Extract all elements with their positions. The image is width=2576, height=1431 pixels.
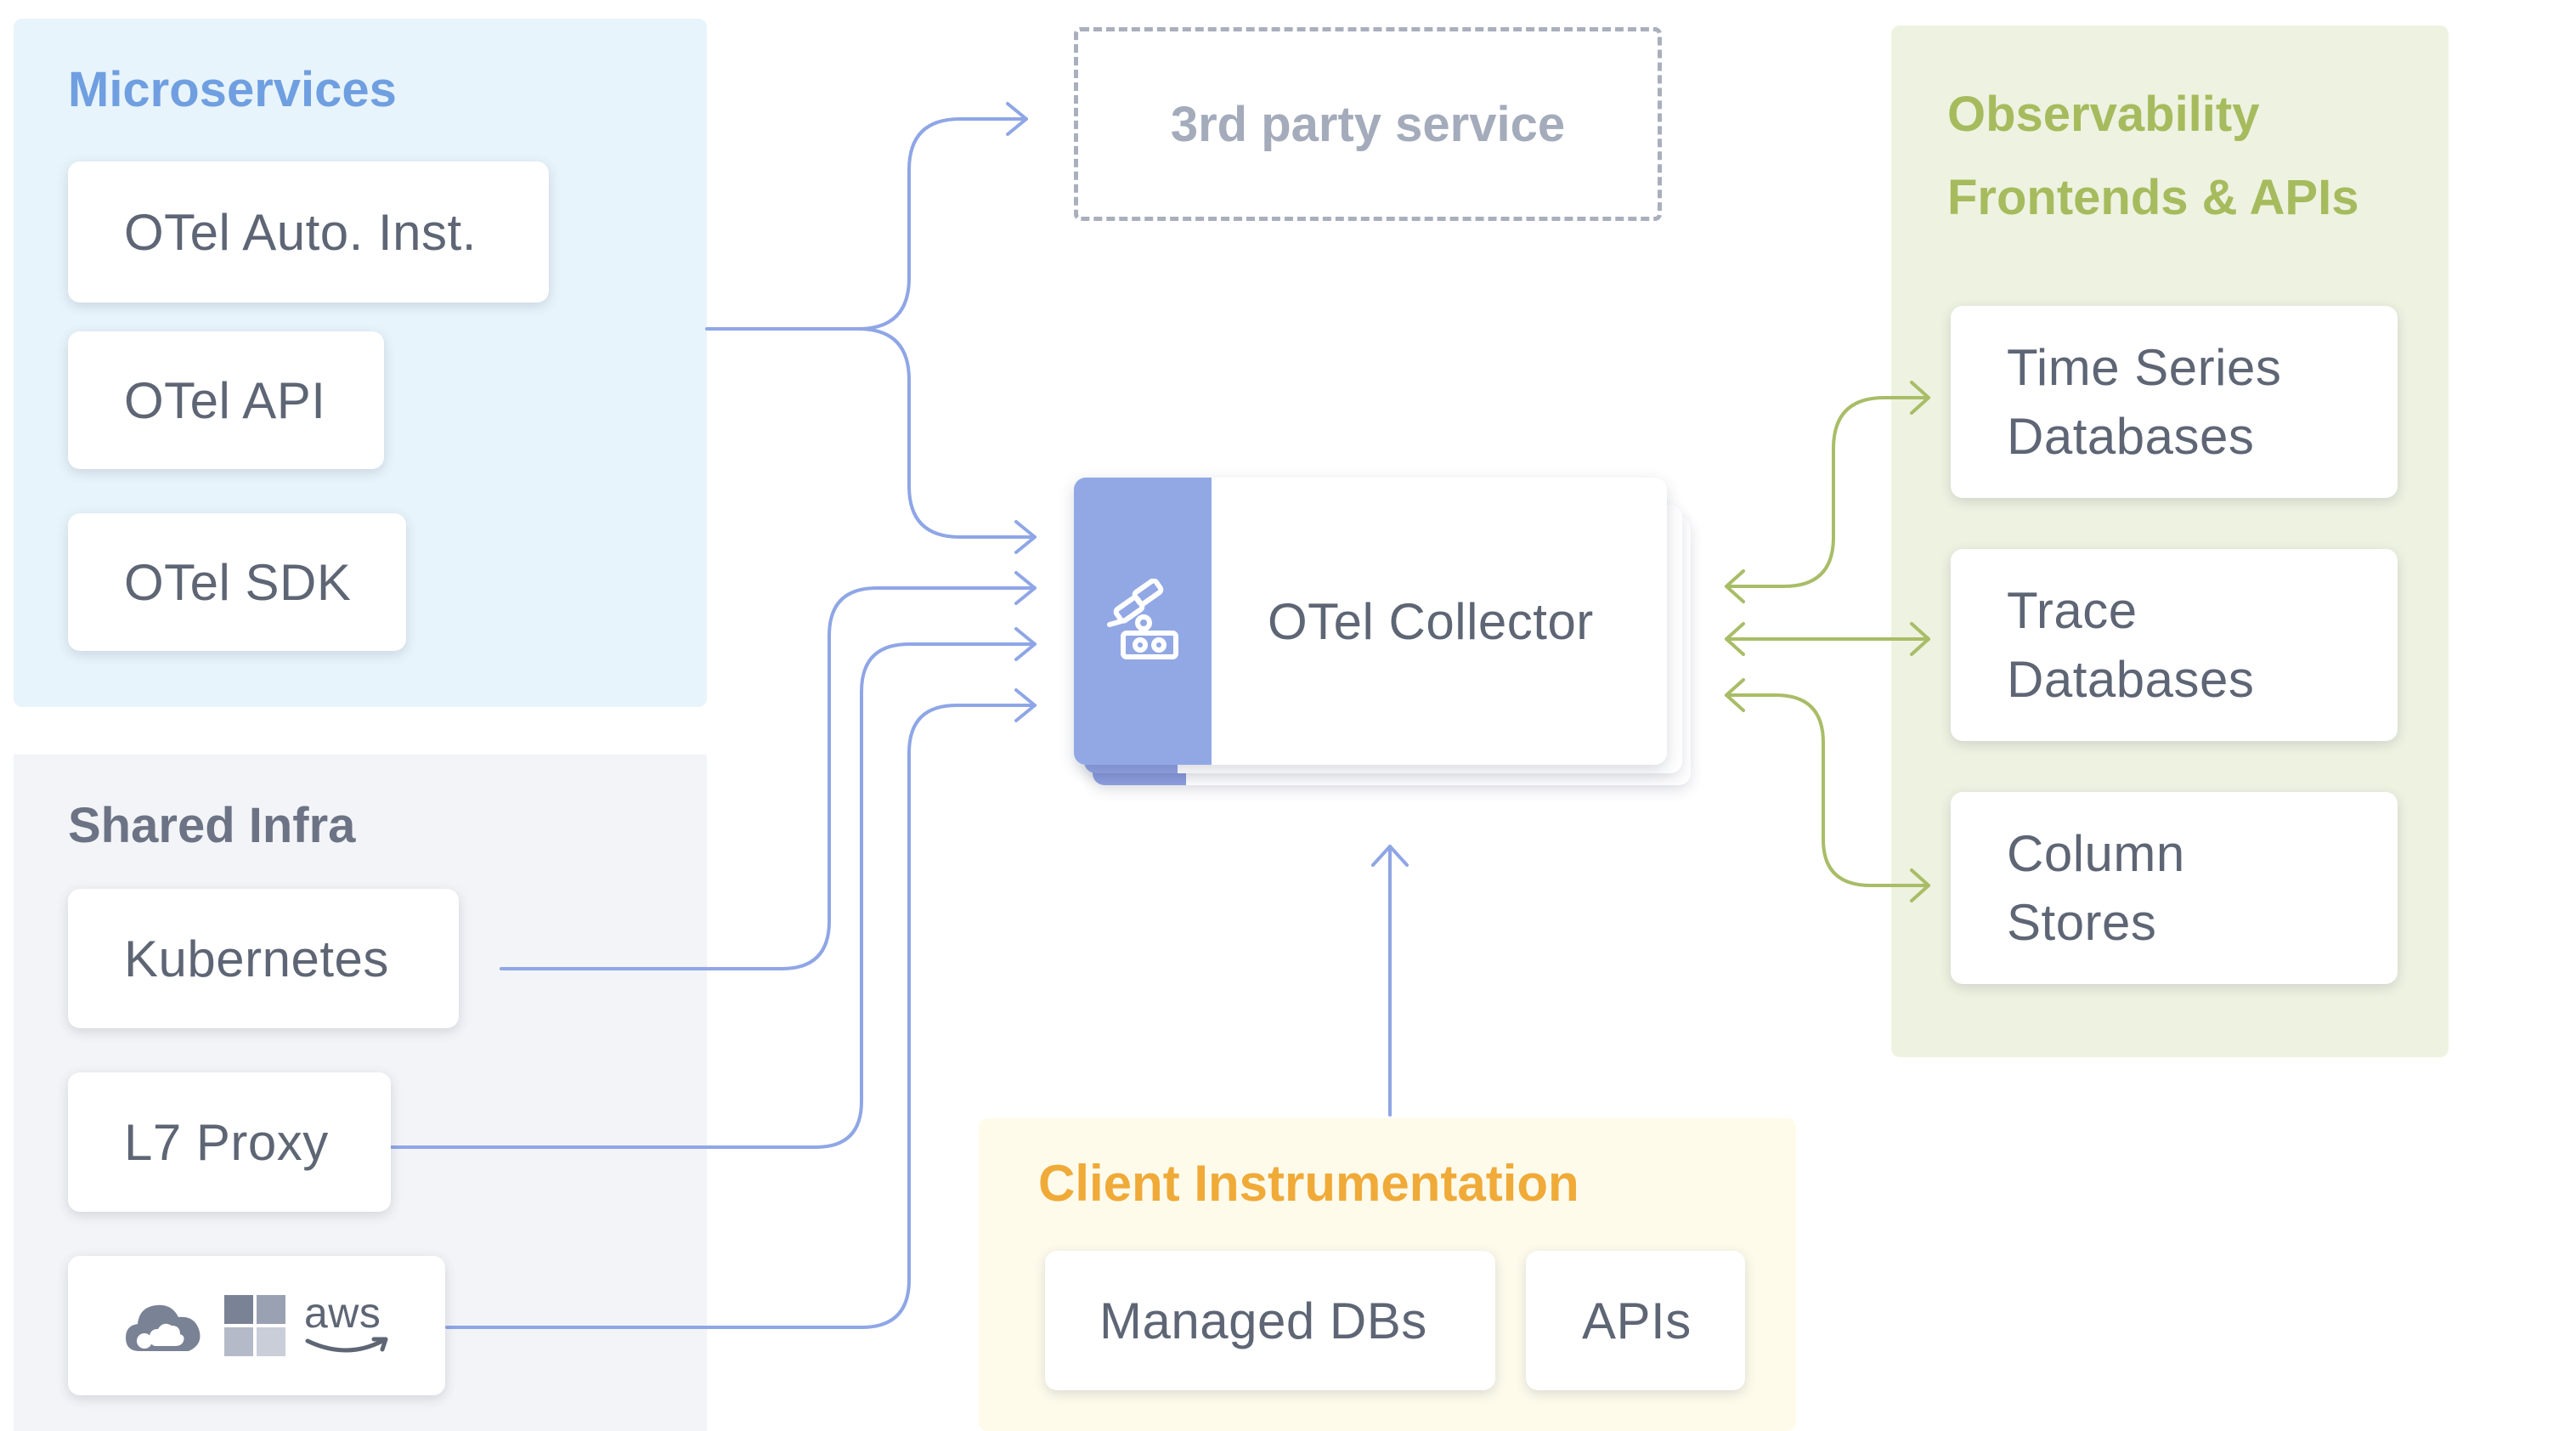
arrow-columnstores xyxy=(1910,868,1930,902)
otel-collector-label: OTel Collector xyxy=(1268,592,1594,650)
collector-accent-bar xyxy=(1074,478,1212,765)
shared-infra-title: Shared Infra xyxy=(68,798,356,853)
arrow-collector-4 xyxy=(1014,688,1037,722)
otel-sdk-label: OTel SDK xyxy=(124,553,352,611)
otel-collector-card[interactable]: OTel Collector xyxy=(1074,478,1667,765)
trace-label-line2: Databases xyxy=(2007,651,2255,708)
otel-auto-inst-label: OTel Auto. Inst. xyxy=(124,203,477,261)
line-microservices-to-third-party xyxy=(705,117,1028,331)
client-instrumentation-title: Client Instrumentation xyxy=(1038,1155,1579,1212)
observability-title-line1: Observability xyxy=(1947,87,2260,142)
kubernetes-label: Kubernetes xyxy=(124,930,389,987)
l7-proxy-label: L7 Proxy xyxy=(124,1113,329,1171)
observability-title-line2: Frontends & APIs xyxy=(1947,170,2359,225)
trace-databases-card[interactable]: Trace Databases xyxy=(1951,549,2398,741)
managed-dbs-card[interactable]: Managed DBs xyxy=(1045,1251,1495,1390)
time-series-databases-card[interactable]: Time Series Databases xyxy=(1951,306,2398,498)
trace-label-line1: Trace xyxy=(2007,582,2138,639)
line-collector-to-timeseries xyxy=(1725,396,1930,588)
time-series-label-line2: Databases xyxy=(2007,408,2255,465)
arrow-collector-2 xyxy=(1014,571,1037,605)
observability-title: Observability Frontends & APIs xyxy=(1947,73,2359,240)
windows-grid-icon xyxy=(224,1295,285,1356)
otel-api-card[interactable]: OTel API xyxy=(68,331,384,469)
arrow-collector-left-3 xyxy=(1725,678,1745,712)
line-kubernetes-to-collector xyxy=(500,586,1037,970)
telescope-icon xyxy=(1107,579,1178,659)
arrow-third-party xyxy=(1006,102,1028,136)
otel-auto-inst-card[interactable]: OTel Auto. Inst. xyxy=(68,161,549,303)
line-collector-to-columnstores xyxy=(1725,693,1930,887)
microservices-title: Microservices xyxy=(68,62,397,117)
time-series-label-line1: Time Series xyxy=(2007,339,2282,396)
line-cloud-to-collector xyxy=(445,704,1037,1329)
arrow-collector-left-1 xyxy=(1725,569,1745,603)
cloud-providers-card[interactable]: aws xyxy=(68,1256,445,1395)
arrow-collector-3 xyxy=(1014,627,1037,661)
arrow-collector-1 xyxy=(1014,520,1037,554)
line-l7proxy-to-collector xyxy=(389,642,1037,1149)
apis-card[interactable]: APIs xyxy=(1526,1251,1745,1390)
kubernetes-card[interactable]: Kubernetes xyxy=(68,889,459,1028)
l7-proxy-card[interactable]: L7 Proxy xyxy=(68,1072,391,1212)
apis-label: APIs xyxy=(1582,1292,1692,1349)
arrow-timeseries xyxy=(1910,381,1930,415)
arrow-collector-5 xyxy=(1371,845,1409,867)
managed-dbs-label: Managed DBs xyxy=(1099,1292,1427,1349)
cloud-icon xyxy=(126,1304,201,1351)
arrow-collector-left-2 xyxy=(1725,622,1745,656)
aws-smile-icon xyxy=(305,1337,388,1353)
column-stores-label-line2: Stores xyxy=(2007,894,2157,951)
arrow-trace xyxy=(1910,622,1930,656)
column-stores-card[interactable]: Column Stores xyxy=(1951,792,2398,984)
line-microservices-to-collector xyxy=(856,327,1037,539)
otel-sdk-card[interactable]: OTel SDK xyxy=(68,513,406,651)
third-party-service-box[interactable]: 3rd party service xyxy=(1074,27,1662,221)
otel-api-label: OTel API xyxy=(124,371,326,429)
aws-logo-text: aws xyxy=(304,1289,381,1337)
third-party-service-label: 3rd party service xyxy=(1170,96,1566,152)
aws-logo: aws xyxy=(304,1289,393,1360)
column-stores-label-line1: Column xyxy=(2007,825,2185,882)
